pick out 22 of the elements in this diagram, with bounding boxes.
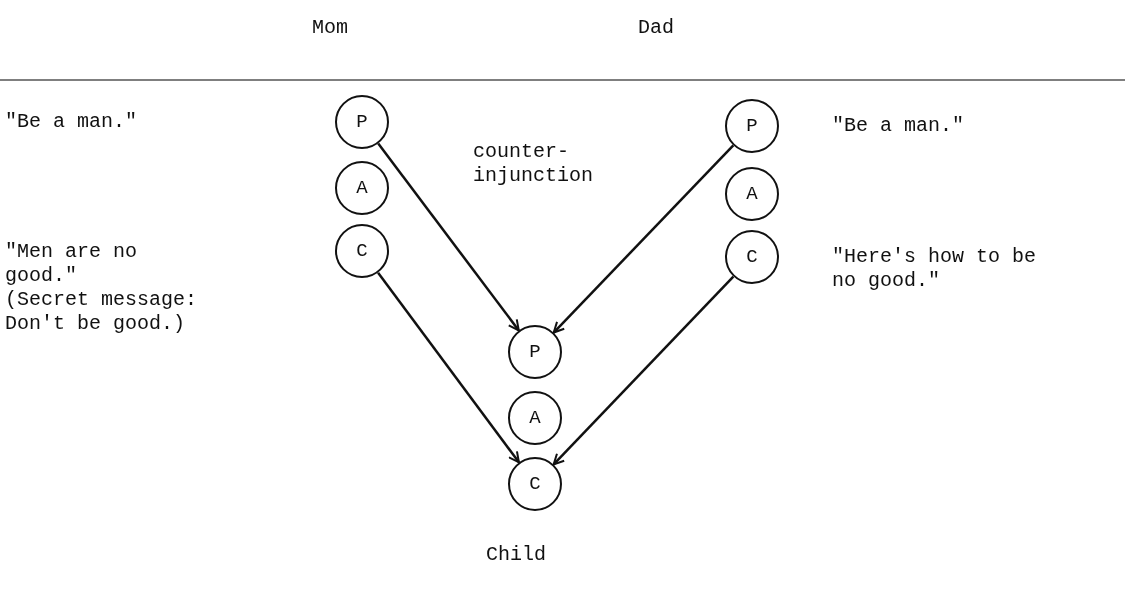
text-label: "Men are no good." — [5, 240, 139, 288]
text-label: Child — [486, 543, 547, 567]
text-label: Mom — [312, 16, 349, 40]
arrow — [377, 271, 520, 464]
ego-state-circle: A — [335, 161, 389, 215]
ego-state-circle: P — [508, 325, 562, 379]
arrow — [552, 275, 735, 466]
ego-state-circle: P — [725, 99, 779, 153]
ego-state-circle: P — [335, 95, 389, 149]
ego-state-circle: C — [508, 457, 562, 511]
text-label: counter- injunction — [473, 140, 595, 188]
text-label: Dad — [638, 16, 675, 40]
ego-state-circle: A — [508, 391, 562, 445]
text-label: "Be a man." — [832, 114, 966, 138]
ego-state-circle: C — [335, 224, 389, 278]
text-label: (Secret message: Don't be good.) — [5, 288, 199, 336]
ego-state-circle: A — [725, 167, 779, 221]
arrow — [377, 142, 520, 332]
ego-state-circle: C — [725, 230, 779, 284]
text-label: "Be a man." — [5, 110, 139, 134]
arrow — [552, 144, 735, 334]
text-label: "Here's how to be no good." — [832, 245, 1038, 293]
